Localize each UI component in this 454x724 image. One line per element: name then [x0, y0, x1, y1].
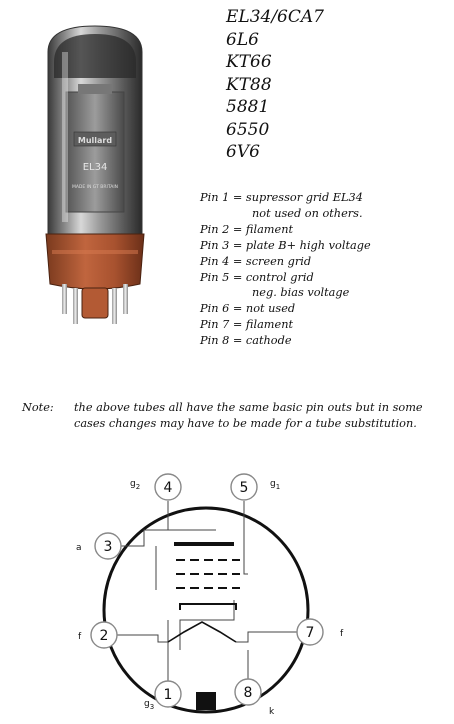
tube-pin [112, 288, 117, 324]
tube-type-item: KT88 [226, 74, 272, 95]
cathode-electrode [179, 603, 237, 610]
tube-plate [65, 91, 125, 213]
pin-number-1: 1 [164, 687, 173, 703]
label-g2: g2 [130, 479, 140, 491]
note-text: the above tubes all have the same basic … [74, 401, 423, 430]
tube-type-list: EL34/6CA7 6L6 KT66 KT88 5881 6550 6V6 [226, 6, 324, 164]
tube-pin [73, 288, 78, 324]
pin-7-circle [296, 618, 324, 646]
label-g3: g3 [144, 699, 154, 711]
pin-number-2: 2 [100, 628, 109, 644]
tube-type-item: EL34/6CA7 [226, 7, 324, 27]
pin-description-list: Pin 1 = supressor grid EL34 not used on … [200, 190, 371, 349]
pin-description: Pin 3 = plate B+ high voltage [200, 238, 371, 252]
note-label: Note: [22, 401, 54, 414]
label-k: k [269, 707, 275, 717]
pin-description: Pin 6 = not used [200, 302, 296, 316]
pin-description: Pin 2 = filament [200, 222, 294, 236]
pin-1-circle [154, 680, 182, 708]
pin-sub-label: neg. bias voltage [252, 286, 350, 300]
tube-pin [123, 284, 128, 314]
tube-type-item: KT66 [226, 52, 272, 72]
tube-type-item: 6L6 [226, 29, 259, 50]
tube-type: EL34 [83, 162, 108, 173]
pin-description: Pin 5 = control grid neg. bias voltage [200, 270, 371, 302]
pin-label: Pin 1 = supressor grid EL34 [200, 191, 363, 204]
tube-key [196, 692, 216, 710]
label-g1: g1 [270, 479, 280, 491]
pin-description: Pin 4 = screen grid [200, 254, 312, 268]
pin-label: Pin 5 = control grid [200, 270, 314, 284]
label-f-left: f [78, 632, 82, 642]
label-f-right: f [340, 629, 344, 639]
pin-sub-label: not used on others. [252, 206, 363, 220]
tube-type-item: 6V6 [226, 142, 260, 162]
pin-description: Pin 7 = filament [200, 318, 294, 332]
tube-photo: Mullard EL34 MADE IN GT BRITAIN [45, 25, 145, 324]
pin-8-circle [234, 678, 262, 706]
pin-number-3: 3 [104, 539, 113, 555]
tube-brand: Mullard [78, 136, 112, 145]
tube-type-item: 6550 [226, 119, 270, 140]
label-a: a [76, 543, 82, 553]
pin-number-5: 5 [240, 480, 249, 496]
pin-5-circle [230, 473, 258, 501]
pin-description: Pin 1 = supressor grid EL34 not used on … [200, 190, 371, 222]
tube-small-text: MADE IN GT BRITAIN [72, 184, 118, 190]
pin-3-circle [94, 532, 122, 560]
tube-pin [62, 284, 67, 314]
pin-number-4: 4 [164, 480, 173, 496]
tube-type-item: 5881 [226, 97, 270, 117]
pin-description: Pin 8 = cathode [200, 334, 292, 348]
tube-schematic: 4 5 3 2 7 1 8 g2 g1 a f f g3 k [76, 473, 344, 717]
filament [167, 621, 237, 643]
tube-envelope [102, 506, 310, 714]
pin-number-7: 7 [306, 625, 315, 641]
pin-number-8: 8 [244, 685, 253, 701]
pin-4-circle [154, 473, 182, 501]
pin-2-circle [90, 621, 118, 649]
tube-base [45, 233, 145, 290]
